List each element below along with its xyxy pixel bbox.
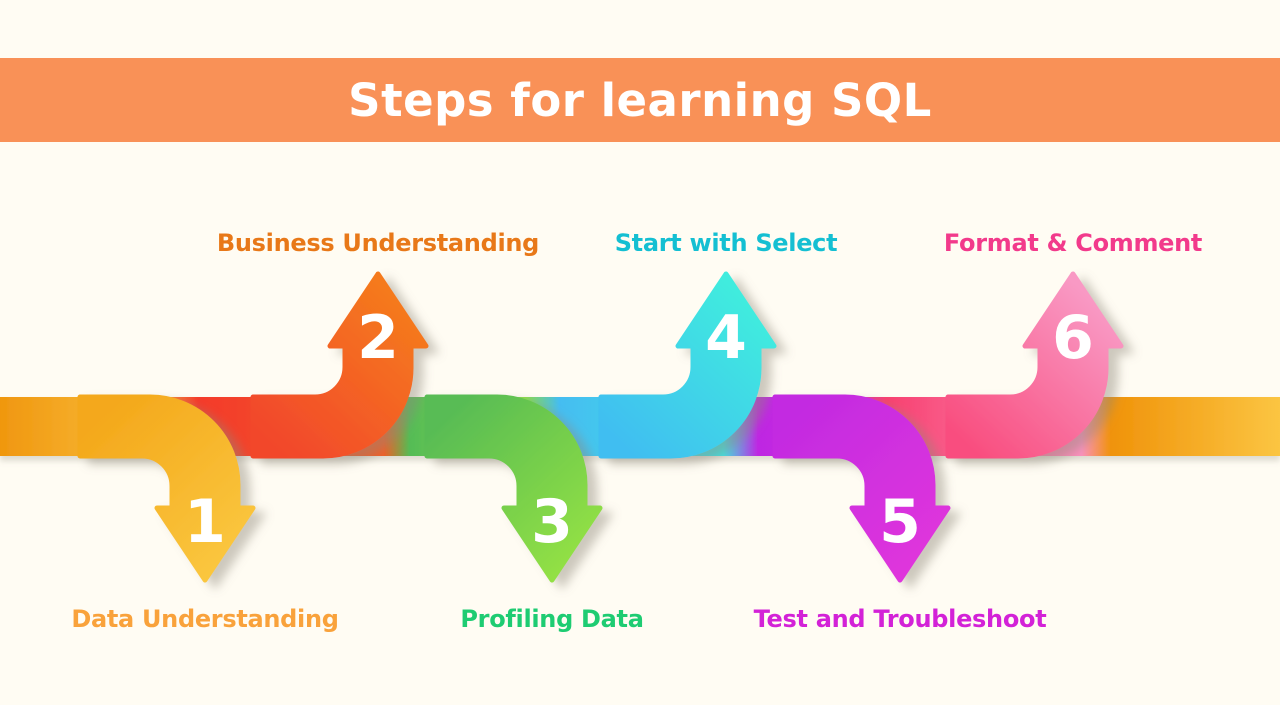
step-5-arrow bbox=[772, 394, 951, 583]
step-6-number: 6 bbox=[1052, 303, 1094, 373]
step-1-label: Data Understanding bbox=[71, 605, 338, 633]
step-1-number: 1 bbox=[184, 487, 226, 557]
step-6-arrow bbox=[945, 271, 1124, 459]
step-4-label: Start with Select bbox=[615, 229, 838, 257]
step-4-number: 4 bbox=[705, 303, 747, 373]
step-3-arrow bbox=[424, 394, 603, 583]
step-3-number: 3 bbox=[531, 487, 573, 557]
step-2-arrow bbox=[250, 271, 429, 459]
step-2-label: Business Understanding bbox=[217, 229, 539, 257]
header-band bbox=[0, 58, 1280, 142]
step-5-label: Test and Troubleshoot bbox=[754, 605, 1047, 633]
page-title: Steps for learning SQL bbox=[348, 74, 932, 127]
step-1-arrow bbox=[77, 394, 256, 583]
step-3-label: Profiling Data bbox=[460, 605, 643, 633]
step-6-label: Format & Comment bbox=[944, 229, 1202, 257]
step-5-number: 5 bbox=[879, 487, 921, 557]
footer-strip bbox=[0, 705, 1280, 720]
step-4-arrow bbox=[598, 271, 777, 459]
step-2-number: 2 bbox=[357, 303, 399, 373]
